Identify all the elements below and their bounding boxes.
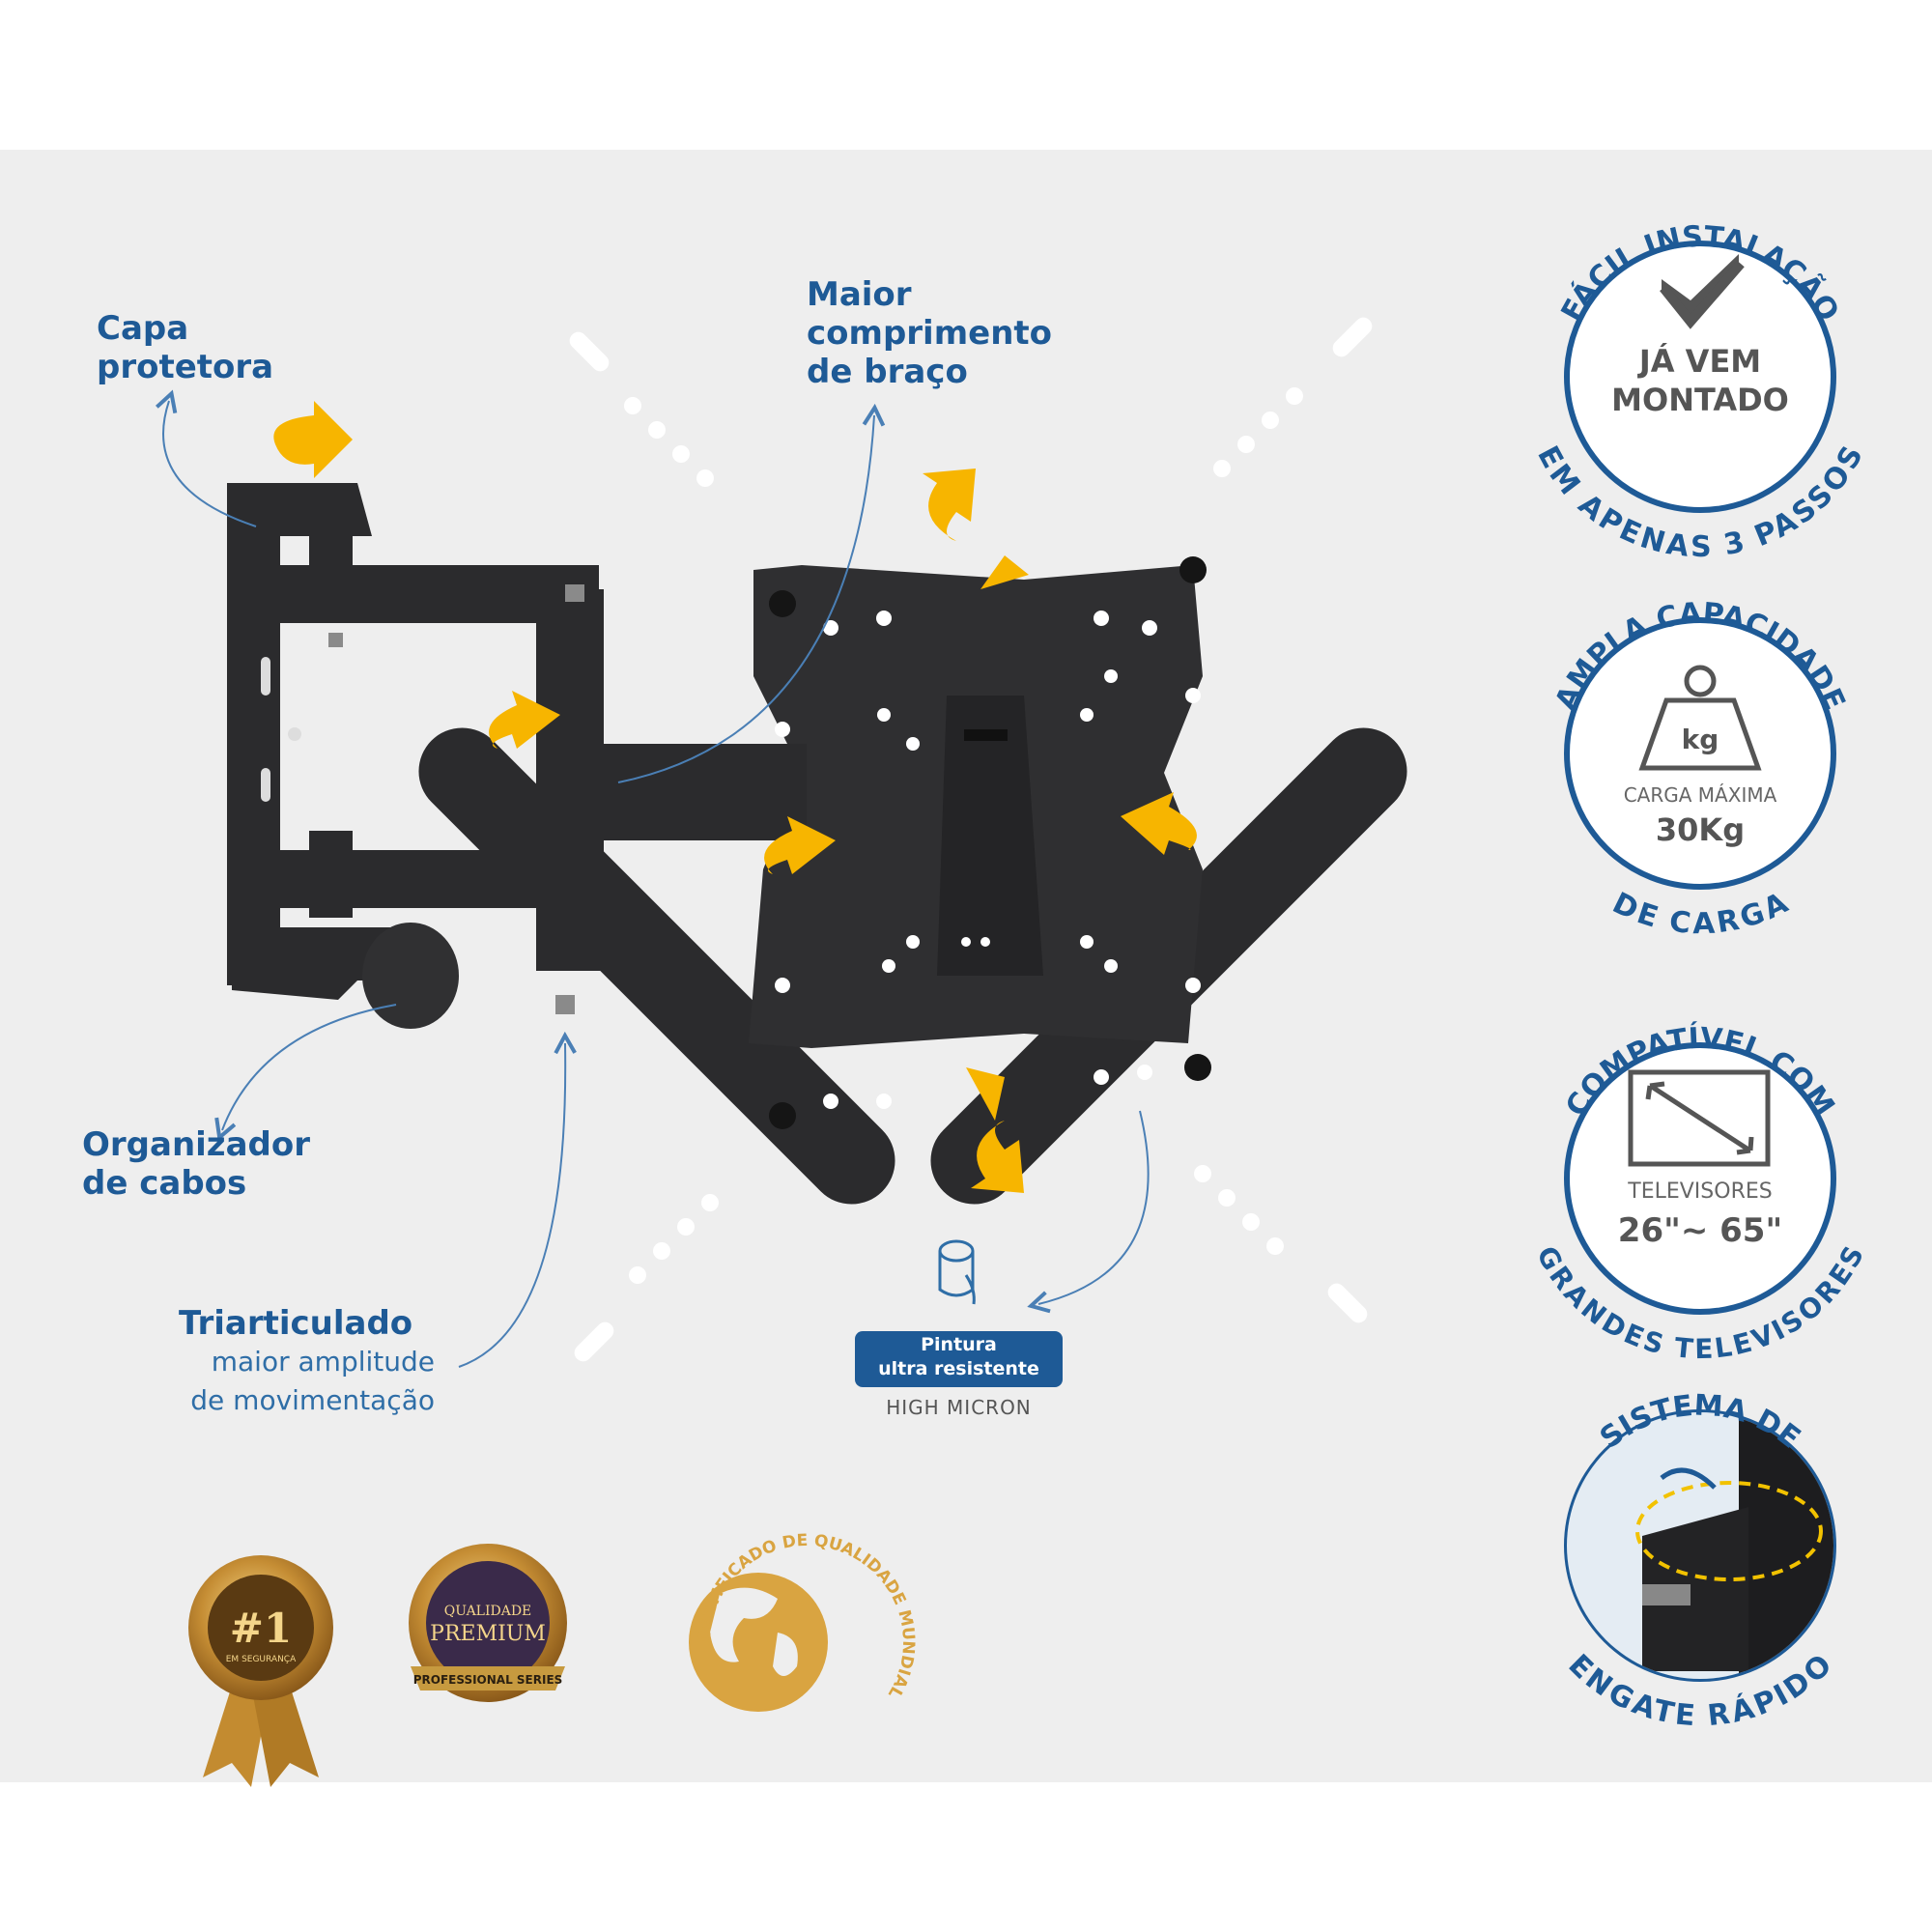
pintura-box [855, 1331, 1063, 1387]
callout-triarticulado-line2: de movimentação [190, 1384, 435, 1416]
callout-triarticulado-line1: maior amplitude [211, 1346, 435, 1378]
tv-diagonal-icon [1628, 1069, 1771, 1167]
callout-triarticulado-title: Triarticulado [179, 1304, 413, 1343]
badge-instalacao-line2: MONTADO [1611, 382, 1789, 418]
callout-braco-line2: comprimento [807, 314, 1053, 353]
seal-certificado-mundial: CERTIFICADO DE QUALIDADE MUNDIAL [689, 1531, 918, 1712]
callout-braco-line1: Maior [807, 275, 912, 314]
bar-holes [569, 317, 1373, 1362]
seal2-line2: PREMIUM [430, 1622, 546, 1646]
badge-carga-line1: CARGA MÁXIMA [1624, 783, 1777, 807]
arm [227, 483, 807, 1029]
pintura-caption: HIGH MICRON [886, 1396, 1032, 1419]
weight-icon [1638, 665, 1762, 771]
callout-triarticulado-sub: maior amplitude de movimentação [126, 1343, 435, 1420]
rotation-arrows [273, 401, 1197, 1193]
seal2-ribbon: PROFESSIONAL SERIES [413, 1673, 563, 1687]
engate-photo-icon [1567, 1412, 1833, 1679]
seal1-big: #1 [230, 1605, 292, 1652]
paint-bucket-icon [938, 1239, 976, 1305]
badge-carga-unit: kg [1682, 724, 1719, 755]
pintura-line1: Pintura [921, 1334, 997, 1355]
pintura-label: Pintura ultra resistente [855, 1333, 1063, 1381]
callout-capa-protetora: Capa protetora [97, 309, 273, 386]
seal2-line1: QUALIDADE [444, 1604, 532, 1619]
callout-organizador-line2: de cabos [82, 1164, 247, 1203]
callout-braco-line3: de braço [807, 353, 968, 391]
callout-capa-line1: Capa [97, 309, 189, 348]
callout-capa-line2: protetora [97, 348, 274, 386]
callout-organizador: Organizador de cabos [82, 1125, 310, 1203]
badge-carga-line2: 30Kg [1656, 811, 1745, 848]
callout-organizador-line1: Organizador [82, 1125, 311, 1164]
badge-instalacao-line1: JÁ VEM [1637, 343, 1761, 380]
seal-numero-um: #1 EM SEGURANÇA [188, 1555, 333, 1787]
seal1-small: EM SEGURANÇA [226, 1655, 297, 1664]
badge-compativel-line1: TELEVISORES [1627, 1179, 1772, 1204]
leader-lines [163, 401, 1150, 1368]
seal-qualidade-premium: QUALIDADE PREMIUM PROFESSIONAL SERIES [409, 1544, 567, 1702]
badge-compativel-line2: 26"~ 65" [1618, 1211, 1782, 1250]
callout-maior-comprimento: Maior comprimento de braço [807, 275, 1052, 391]
pintura-line2: ultra resistente [878, 1358, 1039, 1379]
